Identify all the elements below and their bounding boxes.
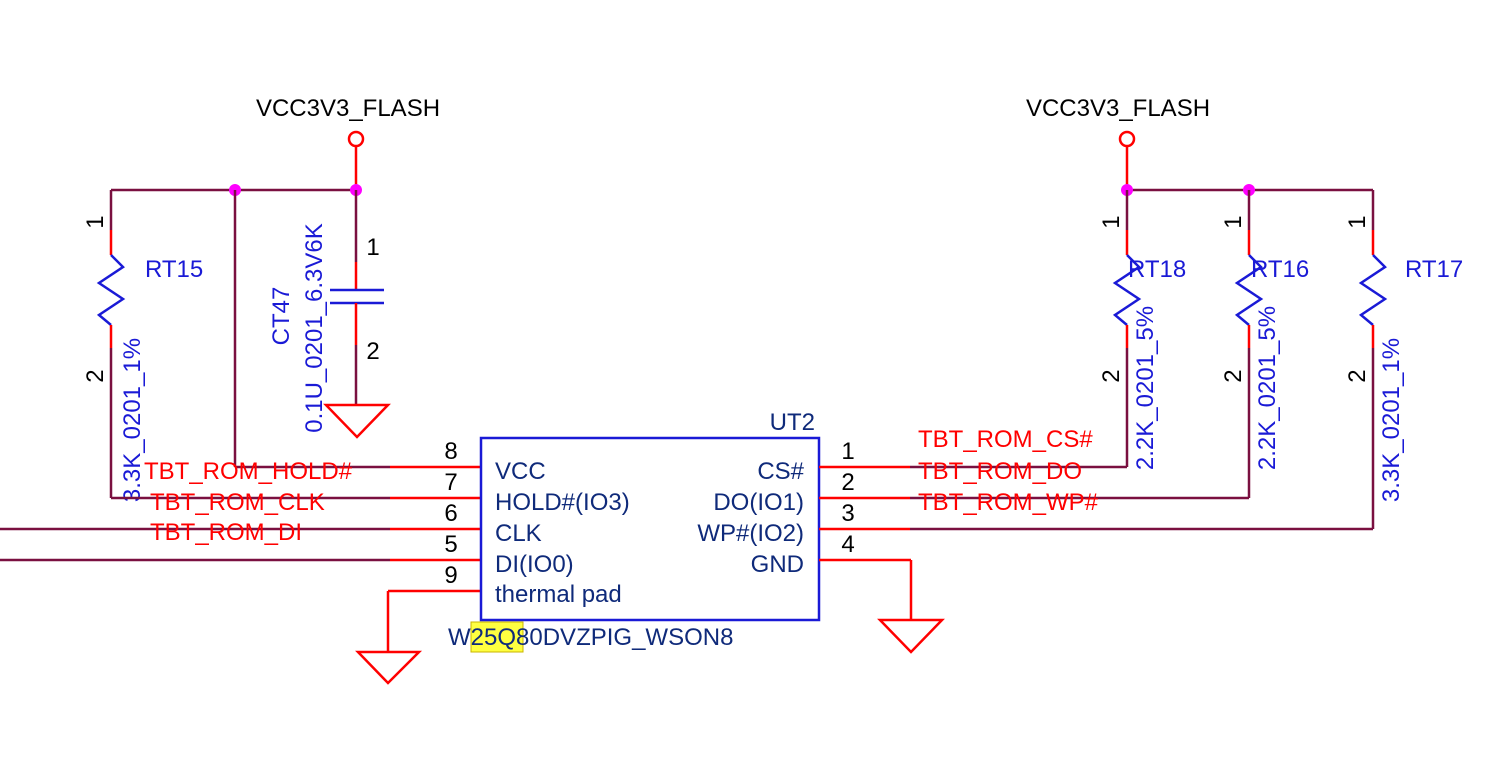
rt18-pin2-number: 2: [1098, 369, 1125, 382]
rt16-value: 2.2K_0201_5%: [1254, 306, 1281, 470]
pin-number: 7: [444, 469, 457, 496]
vcc-label-right: VCC3V3_FLASH: [1026, 95, 1210, 122]
chip-part-number: W25Q80DVZPIG_WSON8: [448, 624, 733, 651]
rt18-pin1-number: 1: [1098, 215, 1125, 228]
rt15-resistor-symbol: [96, 254, 126, 326]
right-supply-group: VCC3V3_FLASH 1 2 RT18 2.2K_0201_5% 1 2 R…: [1026, 95, 1463, 529]
rt16-pin2-number: 2: [1220, 369, 1247, 382]
pin-name-right: GND: [751, 551, 804, 578]
rt17-pin2-number: 2: [1344, 369, 1371, 382]
rt17-resistor-symbol: [1358, 254, 1388, 326]
vcc-port-right: [1118, 130, 1136, 148]
pin-name-left: DI(IO0): [495, 551, 574, 578]
rt18-ref: RT18: [1128, 256, 1186, 283]
pin-number: 2: [841, 469, 854, 496]
rt16-resistor-symbol: [1234, 254, 1264, 326]
pin-number: 5: [444, 531, 457, 558]
pin-name-left: CLK: [495, 520, 542, 547]
rt17-value: 3.3K_0201_1%: [1378, 338, 1405, 502]
rt18-value: 2.2K_0201_5%: [1132, 306, 1159, 470]
chip-ref: UT2: [770, 409, 815, 436]
rt15-ref: RT15: [145, 256, 203, 283]
ground-symbol: [355, 650, 423, 685]
pin-number: 1: [841, 438, 854, 465]
chip-ut2: UT2 VCC HOLD#(IO3) CLK DI(IO0) thermal p…: [448, 409, 821, 653]
rt17-ref: RT17: [1405, 256, 1463, 283]
left-supply-group: VCC3V3_FLASH 1 2 RT15 3.3K_0201_1% 1 2 C…: [82, 95, 440, 502]
pin-name-right: DO(IO1): [713, 489, 804, 516]
pin-name-left: thermal pad: [495, 581, 622, 608]
vcc-label-left: VCC3V3_FLASH: [256, 95, 440, 122]
rt17-pin1-number: 1: [1344, 215, 1371, 228]
pin-name-left: HOLD#(IO3): [495, 489, 630, 516]
net-label-clk: TBT_ROM_CLK: [150, 489, 325, 516]
right-nets-group: 1 2 3 4 TBT_ROM_CS# TBT_ROM_DO TBT_ROM_W…: [819, 426, 1373, 654]
part-number-highlight: [470, 621, 524, 653]
rt16-pin1-number: 1: [1220, 215, 1247, 228]
ground-symbol: [877, 618, 945, 654]
net-label-wp: TBT_ROM_WP#: [918, 489, 1099, 516]
left-nets-group: TBT_ROM_HOLD# TBT_ROM_CLK TBT_ROM_DI 8 7…: [0, 438, 482, 685]
vcc-port-left: [347, 130, 365, 148]
pin-number: 3: [841, 500, 854, 527]
rt15-pin1-number: 1: [82, 215, 109, 228]
rt18-resistor-symbol: [1112, 254, 1142, 326]
pin-number: 9: [444, 562, 457, 589]
rt15-value: 3.3K_0201_1%: [119, 338, 146, 502]
pin-name-right: CS#: [757, 458, 804, 485]
rt16-ref: RT16: [1251, 256, 1309, 283]
pin-name-right: WP#(IO2): [697, 520, 804, 547]
net-label-cs: TBT_ROM_CS#: [918, 426, 1093, 453]
net-label-di: TBT_ROM_DI: [150, 519, 302, 546]
net-label-do: TBT_ROM_DO: [918, 458, 1082, 485]
pin-number: 6: [444, 500, 457, 527]
ct47-value: 0.1U_0201_6.3V6K: [301, 223, 328, 433]
rt15-pin2-number: 2: [82, 369, 109, 382]
ground-symbol: [323, 403, 391, 439]
net-label-hold: TBT_ROM_HOLD#: [144, 458, 353, 485]
ct47-ref: CT47: [268, 287, 295, 346]
ct47-pin2-number: 2: [366, 338, 379, 365]
pin-name-left: VCC: [495, 458, 546, 485]
ct47-pin1-number: 1: [366, 234, 379, 261]
pin-number: 8: [444, 438, 457, 465]
pin-number: 4: [841, 531, 854, 558]
